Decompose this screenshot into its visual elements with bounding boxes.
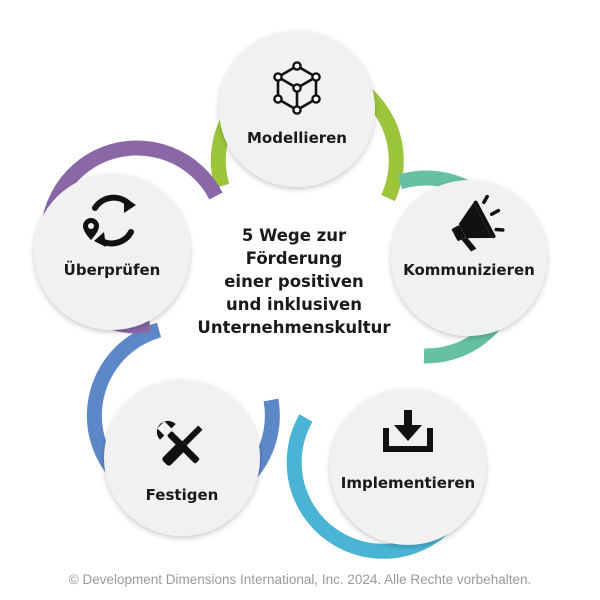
center-title-line-5: Unternehmenskultur (197, 318, 391, 337)
node-label-kommunizieren: Kommunizieren (403, 261, 535, 279)
center-title-line-1: 5 Wege zur (242, 226, 347, 245)
download-icon (383, 410, 433, 452)
node-festigen-bg (104, 380, 260, 536)
node-label-implementieren: Implementieren (341, 474, 475, 492)
node-label-modellieren: Modellieren (247, 129, 347, 147)
node-label-festigen: Festigen (146, 486, 219, 504)
center-title-line-2: Förderung (246, 249, 343, 268)
node-implementieren: Implementieren (286, 389, 486, 559)
copyright-notice: © Development Dimensions International, … (68, 572, 532, 587)
node-festigen: Festigen (86, 322, 280, 536)
center-title: 5 Wege zur Förderung einer positiven und… (197, 226, 391, 337)
center-title-line-3: einer positiven (224, 272, 364, 291)
refresh-location-icon (83, 194, 136, 247)
cube-icon (273, 61, 321, 115)
node-implementieren-bg (330, 389, 486, 545)
node-ueberpruefen: Überprüfen (34, 140, 223, 334)
center-title-line-4: und inklusiven (226, 295, 362, 314)
node-label-ueberpruefen: Überprüfen (64, 260, 161, 279)
tools-icon (156, 420, 203, 466)
node-kommunizieren-bg (391, 180, 547, 336)
node-ueberpruefen-bg (34, 174, 190, 330)
node-modellieren: Modellieren (210, 31, 404, 202)
node-kommunizieren: Kommunizieren (391, 170, 547, 364)
megaphone-icon (451, 194, 505, 252)
